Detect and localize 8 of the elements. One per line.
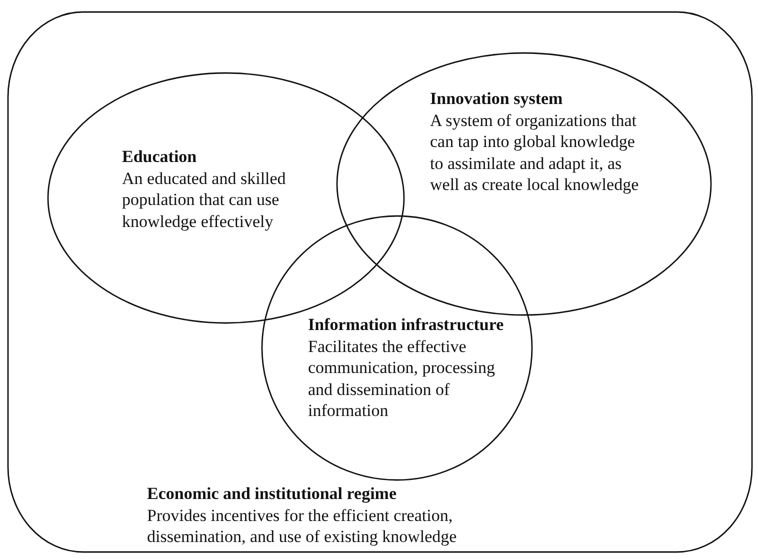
heading: Education (122, 146, 198, 168)
heading: Information infrastructure (308, 314, 505, 336)
description: Facilitates the effective communication, processing and dissemination of information (308, 336, 496, 422)
heading: Innovation system (430, 88, 564, 110)
description: An educated and skilled population that can use knowledge effectively (122, 168, 287, 232)
description: Provides incentives for the efficient creation, dissemination, and use of existing knowledge (147, 504, 458, 548)
description: A system of organizations that can tap into global knowledge to assimilate and adapt it, as well as create local knowledge (430, 110, 640, 196)
heading: Economic and institutional regime (147, 483, 398, 504)
